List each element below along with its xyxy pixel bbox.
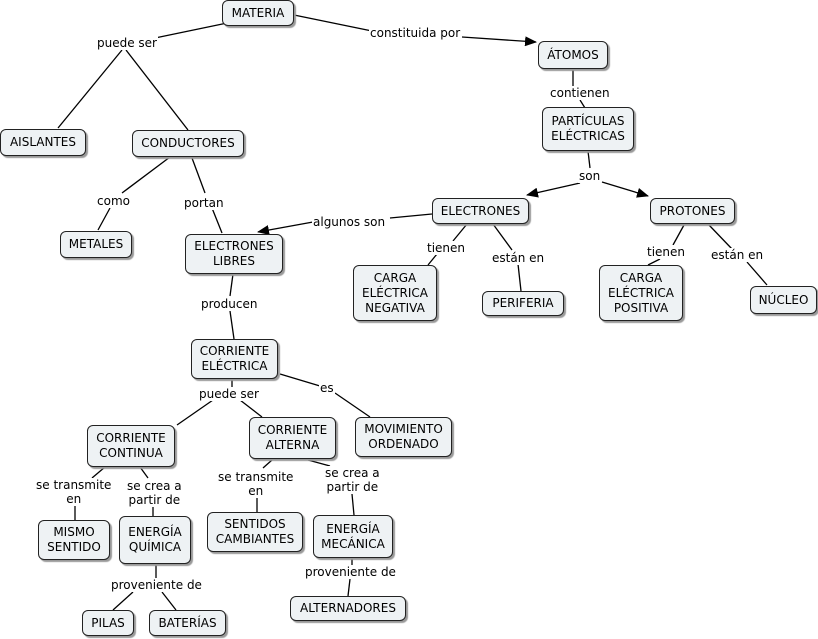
node-alternadores[interactable]: ALTERNADORES [290,596,406,621]
node-movimiento-ordenado[interactable]: MOVIMIENTO ORDENADO [355,417,452,457]
label-como: como [96,194,131,208]
node-sentidos-cambiantes[interactable]: SENTIDOS CAMBIANTES [207,512,303,552]
label-se-crea-alterna: se crea a partir de [324,466,381,494]
label-producen: producen [200,297,259,311]
node-electrones-libres[interactable]: ELECTRONES LIBRES [185,234,283,274]
node-corriente-electrica[interactable]: CORRIENTE ELÉCTRICA [191,339,278,379]
node-aislantes[interactable]: AISLANTES [0,129,86,156]
node-energia-mecanica[interactable]: ENERGÍA MECÁNICA [313,515,393,558]
label-estan-en-electrones: están en [491,251,546,265]
node-corriente-alterna[interactable]: CORRIENTE ALTERNA [249,417,336,459]
label-estan-en-protones: están en [710,248,765,262]
node-electrones[interactable]: ELECTRONES [432,198,529,224]
node-nucleo[interactable]: NÚCLEO [750,286,817,314]
node-baterias[interactable]: BATERÍAS [149,610,226,636]
label-proveniente-quimica: proveniente de [110,578,203,592]
label-se-crea-continua: se crea a partir de [126,479,183,507]
node-metales[interactable]: METALES [60,231,132,258]
label-puede-ser-corriente: puede ser [198,387,260,401]
node-periferia[interactable]: PERIFERIA [482,291,564,316]
node-pilas[interactable]: PILAS [82,610,134,636]
label-se-transmite-alterna: se transmite en [217,470,295,498]
node-carga-negativa[interactable]: CARGA ELÉCTRICA NEGATIVA [353,265,437,321]
label-tienen-electrones: tienen [426,241,467,255]
label-es: es [319,381,335,395]
label-portan: portan [183,196,225,210]
label-son: son [578,169,602,183]
label-proveniente-mecanica: proveniente de [304,565,397,579]
label-algunos-son: algunos son [312,215,387,229]
label-contienen: contienen [549,86,611,100]
label-se-transmite-continua: se transmite en [35,478,113,506]
node-corriente-continua[interactable]: CORRIENTE CONTINUA [87,425,175,467]
node-atomos[interactable]: ÁTOMOS [538,41,608,69]
node-protones[interactable]: PROTONES [650,198,735,224]
label-constituida-por: constituida por [369,26,462,40]
node-energia-quimica[interactable]: ENERGÍA QUÍMICA [119,516,191,564]
node-conductores[interactable]: CONDUCTORES [132,130,244,157]
node-materia[interactable]: MATERIA [222,0,294,26]
node-carga-positiva[interactable]: CARGA ELÉCTRICA POSITIVA [599,265,683,321]
label-tienen-protones: tienen [646,245,687,259]
label-puede-ser-materia: puede ser [96,36,158,50]
node-mismo-sentido[interactable]: MISMO SENTIDO [38,520,110,560]
node-particulas-electricas[interactable]: PARTÍCULAS ELÉCTRICAS [542,107,634,151]
